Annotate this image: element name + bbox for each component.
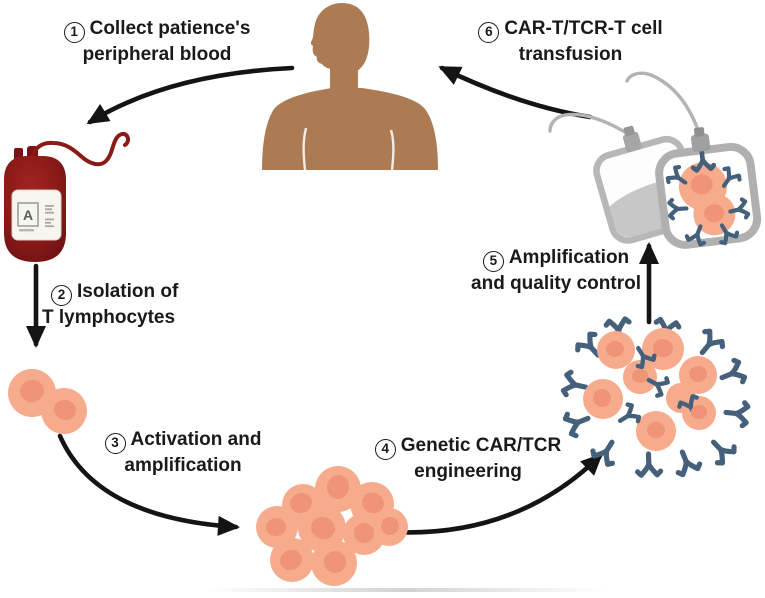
step-6-line2: transfusion [518, 44, 623, 65]
step-4-line1: Genetic CAR/TCR [400, 435, 562, 456]
step-number-6: 6 [478, 22, 500, 43]
step-number-2: 2 [51, 285, 72, 306]
step-3-line2: amplification [124, 455, 242, 476]
step-5-line1: Amplification [508, 247, 630, 268]
arrow-step3 [57, 433, 240, 536]
cell-nucleus [20, 379, 44, 403]
car-receptor-icon [705, 434, 736, 465]
step-1-line1: Collect patience's [89, 18, 251, 39]
cell-nucleus [54, 399, 76, 421]
cell-nucleus [691, 405, 707, 419]
cell-nucleus [381, 517, 399, 535]
label-fine-print [19, 229, 34, 232]
cell-nucleus [311, 516, 335, 540]
step-3-line1: Activation and [130, 429, 262, 450]
blood-bag-tube [30, 131, 131, 167]
cell-nucleus [647, 422, 665, 438]
back-bag-tube [548, 112, 633, 138]
front-infusion-bag [655, 127, 762, 249]
blood-bag: A [4, 131, 131, 262]
activated-cell-cluster [256, 466, 408, 586]
step-2-line1: Isolation of [77, 281, 179, 302]
step-1-line2: peripheral blood [82, 44, 232, 65]
bottom-scan-artifact [205, 588, 605, 592]
cell-nucleus [690, 174, 713, 195]
patient-silhouette [262, 3, 438, 171]
bag-port-cap [693, 127, 705, 137]
blood-type-box [17, 202, 39, 227]
cell-nucleus [354, 523, 374, 543]
cell-nucleus [606, 341, 624, 357]
patient-neck [330, 56, 358, 92]
step-4-line2: engineering [414, 461, 522, 482]
step-2-line2: T lymphocytes [42, 307, 176, 328]
bag-port [622, 131, 642, 153]
cell-nucleus [266, 517, 286, 537]
cell-nucleus [593, 389, 611, 407]
t-cell-nuclei [20, 379, 76, 421]
step-number-3: 3 [104, 433, 126, 454]
bag-cell-nuclei [690, 174, 725, 223]
front-bag-tube [625, 71, 700, 132]
arrow-step4 [389, 453, 603, 535]
cell-nucleus [653, 338, 673, 358]
car-receptor-icon [718, 359, 746, 388]
car-receptor-icon [694, 329, 725, 360]
car-t-nuclei [593, 338, 707, 438]
step-6-line1: CAR-T/TCR-T cell [504, 18, 663, 39]
cell-nucleus [324, 551, 346, 573]
car-receptor-icon [637, 454, 661, 476]
blood-type-letter: A [23, 207, 33, 223]
t-cell-pair [8, 369, 87, 434]
cell-nucleus [326, 475, 350, 499]
armpit-notch-left [302, 127, 308, 171]
step-number-4: 4 [374, 439, 396, 460]
step-number-1: 1 [63, 22, 85, 43]
car-t-cell-cluster [563, 318, 748, 475]
cell-nucleus [290, 492, 312, 514]
arrow-step6 [438, 65, 593, 120]
infusion-bags [548, 71, 762, 249]
cell-nucleus [362, 492, 384, 514]
step-number-5: 5 [482, 251, 504, 272]
patient-torso [262, 88, 438, 170]
blood-bag-label: A [11, 189, 62, 241]
bag-port [690, 133, 711, 153]
car-receptor-icon [725, 401, 748, 426]
step-5-line2: and quality control [471, 273, 641, 294]
cell-nucleus [280, 549, 302, 571]
label-barcode-marks [45, 205, 54, 228]
cell-nucleus [632, 369, 648, 383]
cell-nucleus [704, 204, 725, 223]
bag-port-cap [623, 125, 635, 137]
cluster-nuclei [266, 475, 399, 573]
arrow-step1 [86, 65, 295, 125]
armpit-notch-right [389, 129, 395, 171]
cell-nucleus [689, 366, 707, 382]
car-receptor-icon [672, 448, 701, 476]
